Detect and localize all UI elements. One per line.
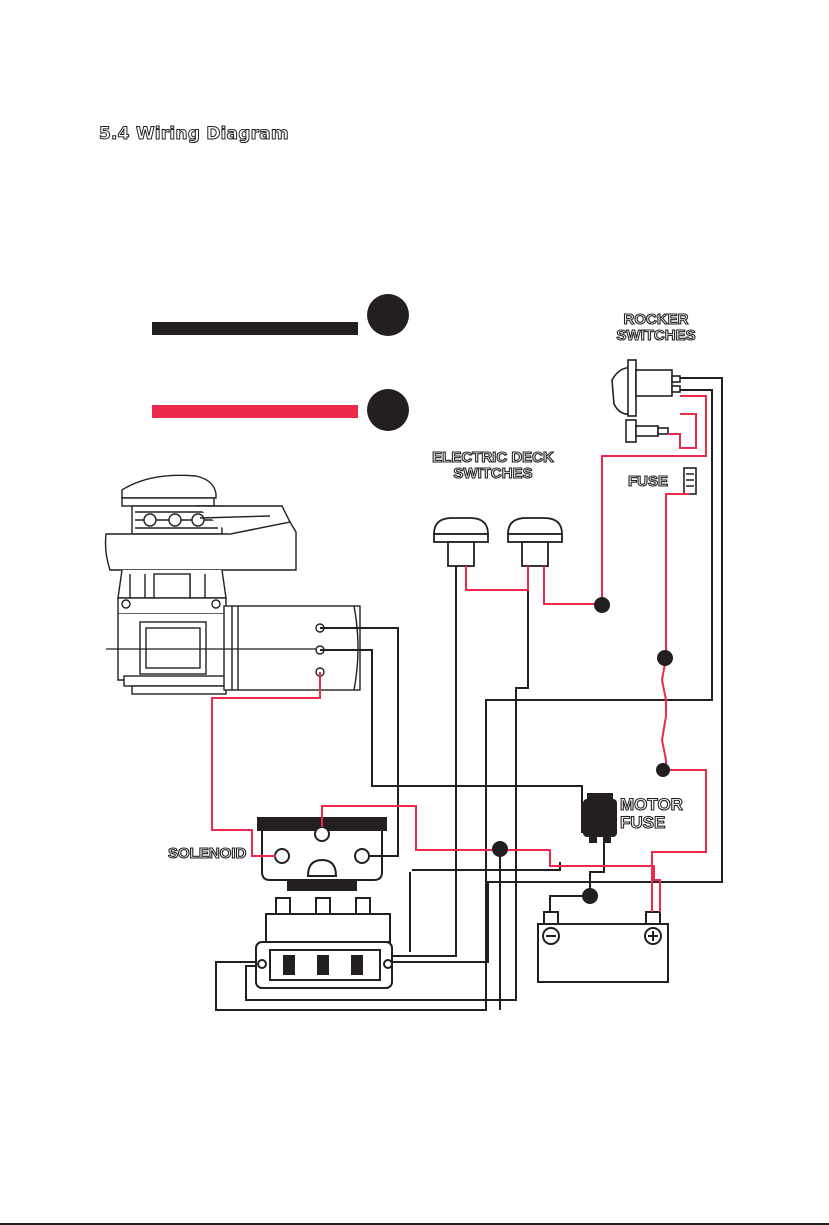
deck-switch-right — [508, 518, 562, 566]
legend-red-wire-swatch — [152, 405, 358, 418]
legend-black-marker — [367, 294, 409, 336]
deck-switch-left — [434, 518, 488, 566]
legend-red-marker — [367, 389, 409, 431]
junction-dot — [582, 888, 598, 904]
solenoid — [258, 818, 386, 890]
junction-dot — [656, 763, 670, 777]
legend-black-wire-swatch — [152, 322, 358, 335]
label-motor-fuse: MOTOR FUSE — [620, 796, 700, 832]
windlass-illustration — [106, 475, 361, 694]
junction-dot — [492, 841, 508, 857]
motor-fuse — [584, 794, 616, 842]
control-box — [256, 898, 392, 988]
label-rocker-switches: ROCKER SWITCHES — [604, 312, 708, 344]
label-fuse: FUSE — [624, 474, 672, 490]
legend — [152, 294, 409, 431]
junction-dot — [657, 650, 673, 666]
junctions — [492, 597, 673, 904]
junction-dot — [594, 597, 610, 613]
label-electric-deck-switches: ELECTRIC DECK SWITCHES — [418, 450, 568, 482]
label-solenoid: SOLENOID — [168, 846, 258, 862]
battery — [538, 912, 668, 982]
